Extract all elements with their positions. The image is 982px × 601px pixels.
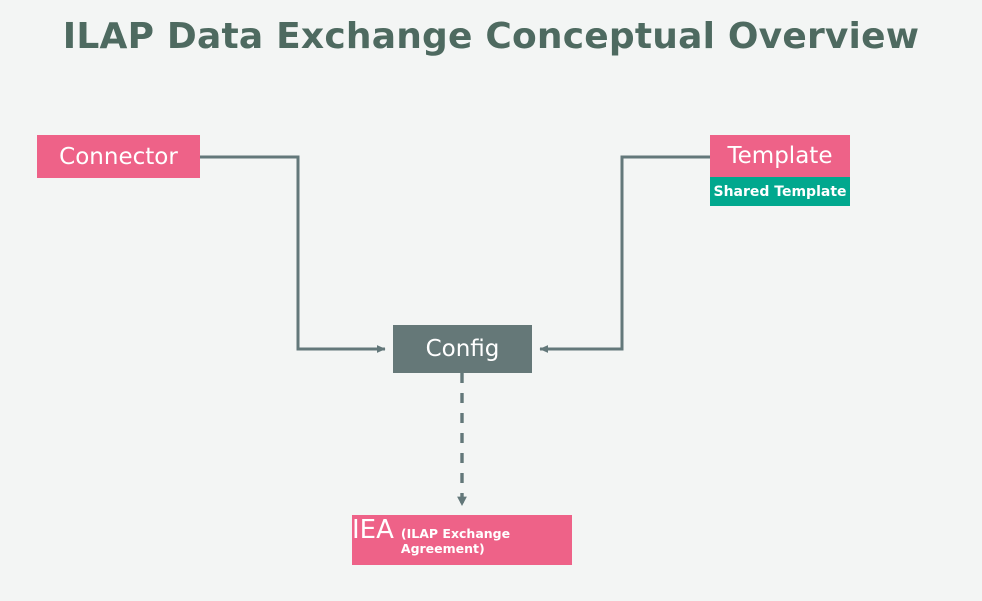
node-config[interactable]: Config	[393, 325, 532, 373]
node-connector[interactable]: Connector	[37, 135, 200, 178]
node-template[interactable]: Template Shared Template	[710, 135, 850, 206]
node-connector-label: Connector	[37, 135, 200, 178]
edge-connector-to-config	[200, 155, 386, 353]
node-template-label: Template	[710, 135, 850, 177]
node-iea-body: IEA (ILAP Exchange Agreement)	[352, 515, 572, 565]
node-iea-expansion: (ILAP Exchange Agreement)	[400, 526, 511, 556]
node-iea-abbr: IEA	[352, 515, 394, 545]
node-template-sublabel: Shared Template	[710, 177, 850, 206]
node-iea[interactable]: IEA (ILAP Exchange Agreement)	[352, 515, 572, 565]
node-config-label: Config	[393, 325, 532, 373]
page-title: ILAP Data Exchange Conceptual Overview	[62, 16, 920, 57]
edge-template-to-config	[539, 155, 710, 353]
